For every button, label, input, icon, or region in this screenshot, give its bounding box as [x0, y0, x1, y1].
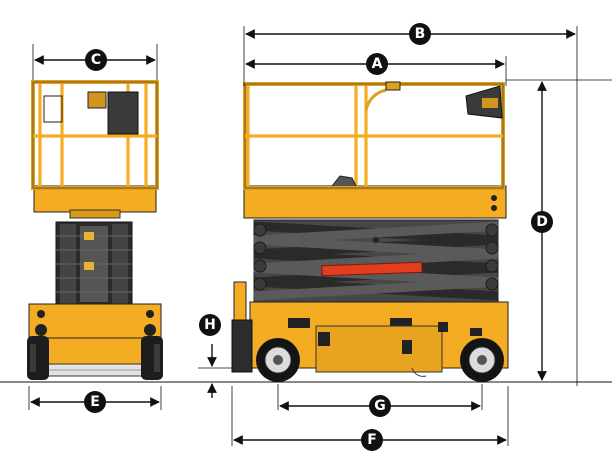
label-c-badge	[85, 49, 107, 71]
extension-lines	[28, 26, 612, 446]
label-b-badge	[409, 23, 431, 45]
label-h: H	[204, 317, 216, 333]
dimension-a: A	[245, 53, 505, 75]
front-wheel-right	[141, 336, 163, 380]
side-scissor-stack	[253, 219, 499, 307]
side-wheel-front	[256, 338, 300, 382]
side-wheel-rear	[460, 338, 504, 382]
dimension-g: G	[279, 395, 481, 417]
front-wheel-left	[27, 336, 49, 380]
label-c: C	[91, 52, 101, 68]
dimension-b: B	[245, 23, 576, 45]
label-a-badge	[366, 53, 388, 75]
side-step-ladder	[231, 281, 253, 373]
label-b: B	[415, 26, 426, 42]
side-platform	[243, 81, 507, 219]
label-h-badge	[199, 314, 221, 336]
dimension-f: F	[233, 429, 507, 451]
front-view	[27, 80, 163, 380]
label-e-badge	[84, 391, 106, 413]
side-view	[231, 81, 509, 382]
label-d: D	[536, 214, 548, 230]
label-e: E	[90, 394, 100, 410]
label-g: G	[374, 398, 386, 414]
label-g-badge	[369, 395, 391, 417]
dimension-e: E	[30, 391, 160, 413]
dimension-h: H	[199, 314, 221, 398]
warning-decal	[321, 261, 423, 277]
label-f: F	[367, 432, 377, 448]
label-a: A	[372, 56, 383, 72]
front-platform	[31, 80, 159, 219]
dimension-d: D	[531, 81, 553, 381]
label-d-badge	[531, 211, 553, 233]
dimension-c: C	[34, 49, 156, 71]
label-f-badge	[361, 429, 383, 451]
front-scissor-stack	[55, 221, 133, 307]
